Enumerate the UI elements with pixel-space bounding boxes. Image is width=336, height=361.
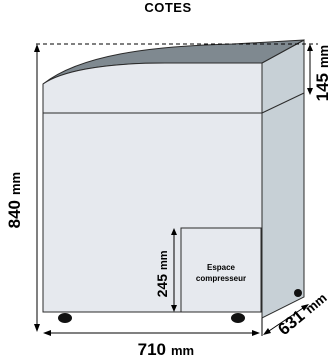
lid-arrow-bottom [307, 88, 313, 95]
compressor-label-line1: Espace [207, 263, 236, 272]
freezer-lid-front [42, 62, 263, 114]
width-value-label: 710 [138, 340, 166, 359]
depth-arrow-front [263, 328, 271, 335]
front-left-foot [58, 313, 72, 323]
compressor-arrow-top [171, 228, 177, 235]
depth-unit-label: mm [302, 290, 329, 316]
width-arrow-right [252, 330, 260, 336]
compressor-space-box [180, 227, 262, 313]
freezer-side-face [261, 39, 305, 319]
compressor-height-unit-label: mm [158, 250, 170, 270]
lid-side-edge [261, 92, 305, 114]
depth-arrow-back [301, 304, 309, 311]
width-arrow-left [43, 330, 51, 336]
front-right-foot [231, 313, 245, 323]
depth-dimension-line [265, 305, 307, 334]
compressor-arrow-bottom [171, 305, 177, 312]
width-unit-label: mm [171, 343, 194, 358]
height-arrow-bottom [34, 324, 40, 332]
height-value-label: 840 [5, 200, 24, 228]
height-unit-label: mm [8, 172, 23, 195]
lid-arrow-top [307, 44, 313, 51]
lid-height-value-label: 145 [313, 73, 332, 101]
compressor-label-line2: compresseur [196, 274, 246, 283]
lid-height-unit-label: mm [316, 45, 331, 68]
depth-value-label: 631 [274, 306, 308, 339]
rear-right-foot [294, 289, 302, 297]
height-arrow-top [34, 44, 40, 52]
diagram-title: COTES [144, 0, 191, 15]
compressor-height-value-label: 245 [154, 274, 170, 298]
